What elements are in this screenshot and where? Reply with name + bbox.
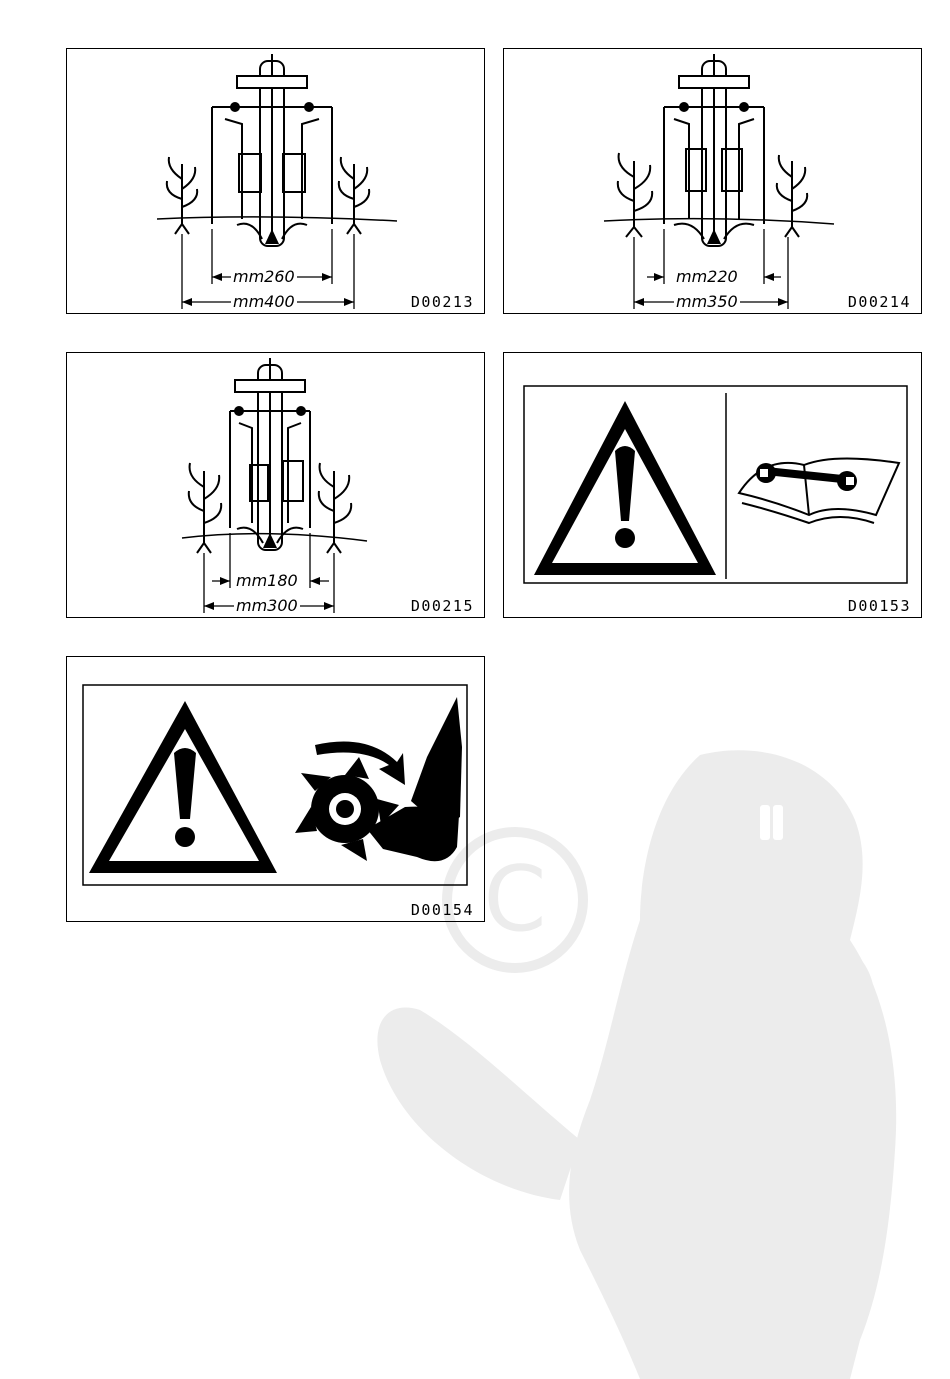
figure-code: D00154 — [411, 901, 474, 919]
figure-panel-d00213: mm260 mm400 D00213 — [66, 48, 485, 314]
outer-dimension-label: mm300 — [234, 598, 300, 614]
figure-panel-d00154: D00154 — [66, 656, 485, 922]
inner-dimension-label: mm220 — [674, 269, 740, 285]
figure-code: D00214 — [848, 293, 911, 311]
rotor-hazard-icon — [295, 697, 462, 861]
figure-panel-d00153: D00153 — [503, 352, 922, 618]
inner-dimension-label: mm260 — [231, 269, 297, 285]
warning-triangle-icon — [89, 701, 277, 873]
outer-dimension-label: mm400 — [231, 294, 297, 310]
svg-text:C: C — [484, 847, 547, 952]
figure-panel-d00215: mm180 mm300 D00215 — [66, 352, 485, 618]
outer-dimension-label: mm350 — [674, 294, 740, 310]
figure-panel-d00214: mm220 mm350 D00214 — [503, 48, 922, 314]
inner-dimension-label: mm180 — [234, 573, 300, 589]
figure-code: D00215 — [411, 597, 474, 615]
figure-code: D00213 — [411, 293, 474, 311]
figure-code: D00153 — [848, 597, 911, 615]
